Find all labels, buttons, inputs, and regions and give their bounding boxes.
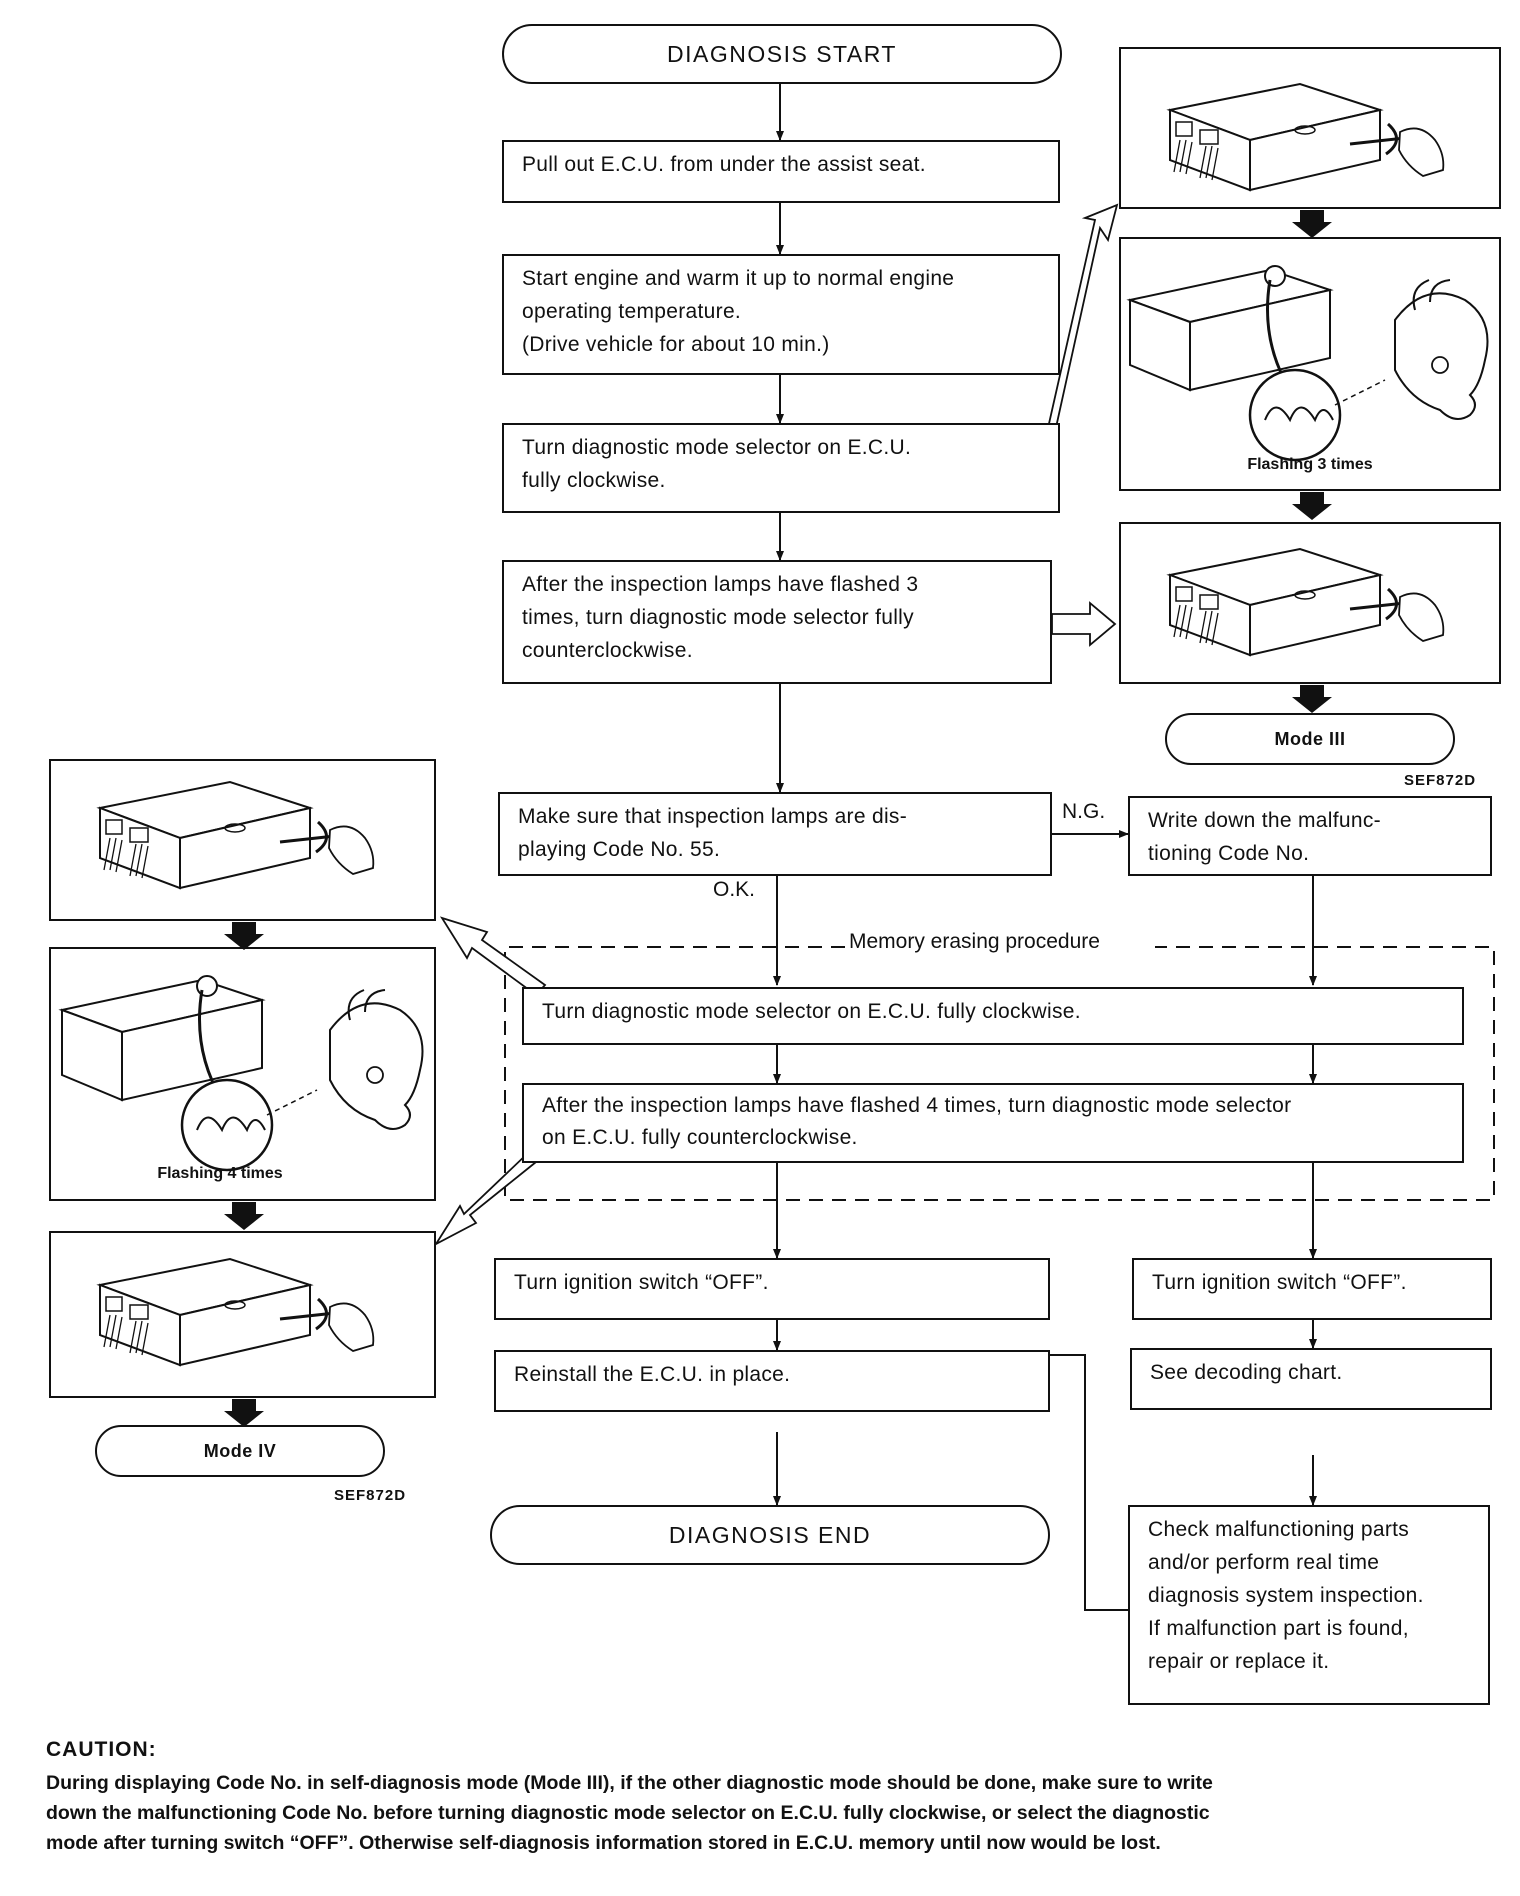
step-ignition-off-right: Turn ignition switch “OFF”.: [1132, 1258, 1492, 1320]
step-see-decoding-chart: See decoding chart.: [1130, 1348, 1492, 1410]
memory-erasing-title: Memory erasing procedure: [845, 930, 1104, 954]
step-turn-clockwise-line-1: Turn diagnostic mode selector on E.C.U.: [522, 436, 912, 459]
caution-body: During displaying Code No. in self-diagn…: [46, 1768, 1486, 1858]
step-check-parts-line-3: diagnosis system inspection.: [1148, 1584, 1424, 1607]
caution-line-3: mode after turning switch “OFF”. Otherwi…: [46, 1832, 1161, 1854]
step-check-parts-line-4: If malfunction part is found,: [1148, 1617, 1409, 1640]
step-write-down-code: Write down the malfunc- tioning Code No.: [1128, 796, 1492, 876]
step-see-decoding-chart-text: See decoding chart.: [1150, 1361, 1343, 1384]
mode-iv-pill: Mode IV: [95, 1425, 385, 1477]
diagnosis-start-label: DIAGNOSIS START: [667, 40, 897, 67]
step-check-malfunctioning-parts: Check malfunctioning parts and/or perfor…: [1128, 1505, 1490, 1705]
caution-line-2: down the malfunctioning Code No. before …: [46, 1802, 1210, 1824]
caution-section: CAUTION: During displaying Code No. in s…: [46, 1738, 1486, 1858]
memory-step-clockwise-text: Turn diagnostic mode selector on E.C.U. …: [542, 1000, 1081, 1023]
memory-step-after-4-line-2: on E.C.U. fully counterclockwise.: [542, 1126, 858, 1149]
step-check-parts-line-2: and/or perform real time: [1148, 1551, 1380, 1574]
diagnosis-end-label: DIAGNOSIS END: [668, 1521, 872, 1548]
step-write-down-line-2: tioning Code No.: [1148, 842, 1310, 865]
step-after-flash-3-line-3: counterclockwise.: [522, 639, 693, 662]
caption-flashing-3-times: Flashing 3 times: [1247, 456, 1373, 473]
step-warm-up-line-1: Start engine and warm it up to normal en…: [522, 267, 955, 290]
step-after-flash-3: After the inspection lamps have flashed …: [502, 560, 1052, 684]
memory-step-clockwise: Turn diagnostic mode selector on E.C.U. …: [522, 987, 1464, 1045]
mode-iii-label: Mode III: [1274, 728, 1346, 749]
step-turn-selector-clockwise: Turn diagnostic mode selector on E.C.U. …: [502, 423, 1060, 513]
diagnosis-end: DIAGNOSIS END: [490, 1505, 1050, 1565]
step-warm-up-engine: Start engine and warm it up to normal en…: [502, 254, 1060, 375]
step-warm-up-line-3: (Drive vehicle for about 10 min.): [522, 333, 830, 356]
step-reinstall-ecu: Reinstall the E.C.U. in place.: [494, 1350, 1050, 1412]
step-after-flash-3-line-2: times, turn diagnostic mode selector ful…: [522, 606, 914, 629]
step-ignition-off-left: Turn ignition switch “OFF”.: [494, 1258, 1050, 1320]
caution-line-1: During displaying Code No. in self-diagn…: [46, 1772, 1213, 1794]
step-write-down-line-1: Write down the malfunc-: [1148, 809, 1381, 832]
step-check-parts-line-1: Check malfunctioning parts: [1148, 1518, 1410, 1541]
step-check-code-55: Make sure that inspection lamps are dis-…: [498, 792, 1052, 876]
step-ignition-off-right-text: Turn ignition switch “OFF”.: [1152, 1271, 1407, 1294]
step-after-flash-3-line-1: After the inspection lamps have flashed …: [522, 573, 919, 596]
step-check-code-55-line-2: playing Code No. 55.: [518, 838, 721, 861]
step-check-parts-line-5: repair or replace it.: [1148, 1650, 1330, 1673]
step-pull-out-ecu-text: Pull out E.C.U. from under the assist se…: [522, 153, 926, 176]
step-pull-out-ecu: Pull out E.C.U. from under the assist se…: [502, 140, 1060, 203]
reference-code-right: SEF872D: [1404, 772, 1477, 789]
step-warm-up-line-2: operating temperature.: [522, 300, 742, 323]
memory-step-after-flash-4: After the inspection lamps have flashed …: [522, 1083, 1464, 1163]
mode-iv-label: Mode IV: [203, 1440, 277, 1461]
memory-step-after-4-line-1: After the inspection lamps have flashed …: [542, 1094, 1292, 1117]
reference-code-left: SEF872D: [334, 1487, 407, 1504]
label-ok: O.K.: [713, 878, 756, 902]
mode-iii-pill: Mode III: [1165, 713, 1455, 765]
step-check-code-55-line-1: Make sure that inspection lamps are dis-: [518, 805, 908, 828]
label-ng: N.G.: [1062, 800, 1106, 824]
caption-flashing-4-times: Flashing 4 times: [157, 1165, 283, 1182]
diagnosis-start: DIAGNOSIS START: [502, 24, 1062, 84]
caution-title: CAUTION:: [46, 1738, 157, 1761]
step-turn-clockwise-line-2: fully clockwise.: [522, 469, 666, 492]
step-reinstall-ecu-text: Reinstall the E.C.U. in place.: [514, 1363, 791, 1386]
step-ignition-off-left-text: Turn ignition switch “OFF”.: [514, 1271, 769, 1294]
